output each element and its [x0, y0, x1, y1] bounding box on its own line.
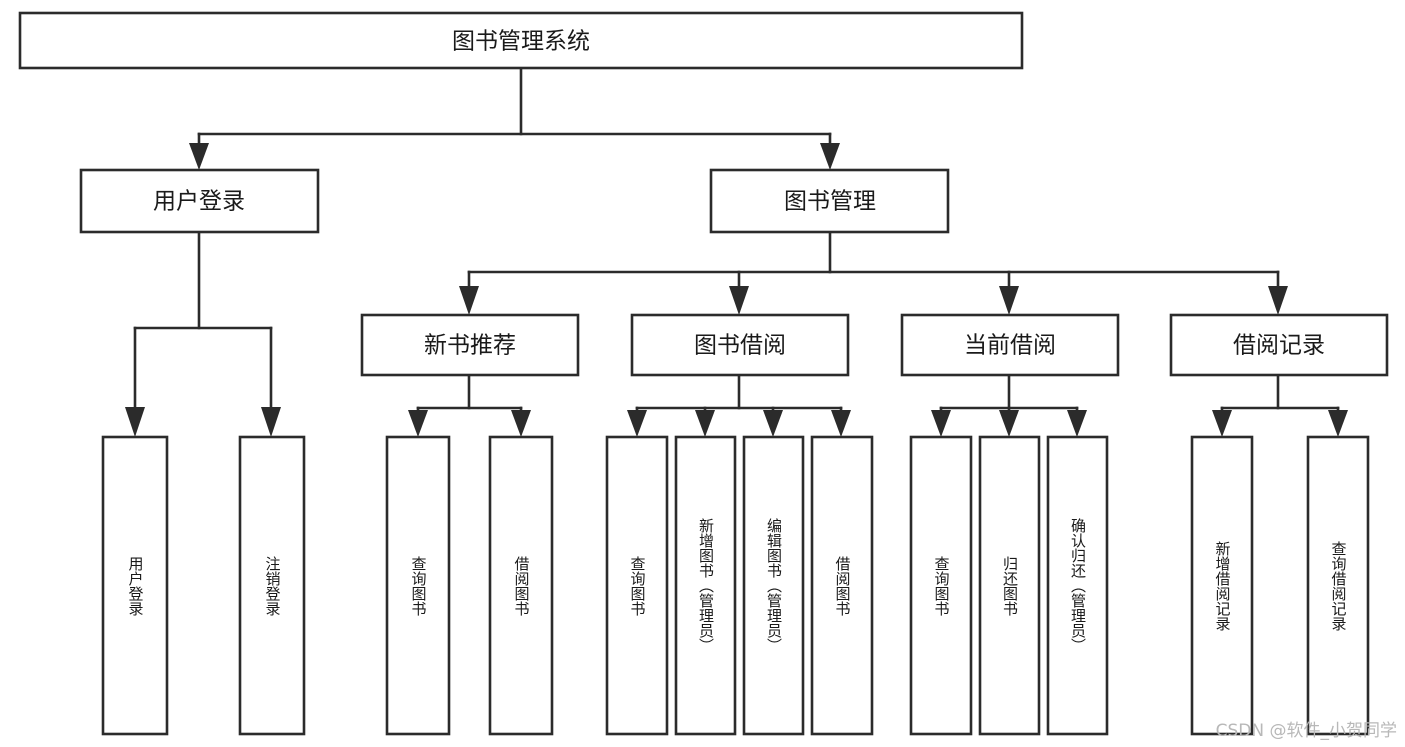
- node-leaf-query-book-3[interactable]: [909, 435, 973, 736]
- connector-borrow-to-leaves: [627, 373, 851, 437]
- node-current-borrow-label: 当前借阅: [964, 333, 1056, 359]
- node-leaf-user-login[interactable]: [101, 435, 169, 736]
- node-new-book-recommend-label: 新书推荐: [424, 333, 516, 359]
- arrow-head-icon: [999, 410, 1019, 437]
- arrow-head-icon: [831, 410, 851, 437]
- connector-userlogin-to-leaves: [125, 230, 281, 437]
- node-leaf-borrow-book-1[interactable]: [488, 435, 554, 736]
- arrow-head-icon: [511, 410, 531, 437]
- node-borrow-record[interactable]: 借阅记录: [1169, 313, 1389, 377]
- watermark-text: CSDN @软件_小贺同学: [1215, 721, 1397, 741]
- connector-bookmgmt-to-level3: [459, 230, 1288, 315]
- node-leaf-confirm-return[interactable]: [1046, 435, 1109, 736]
- node-user-login-label: 用户登录: [153, 189, 245, 215]
- node-book-management-label: 图书管理: [784, 189, 876, 215]
- arrow-head-icon: [999, 286, 1019, 315]
- arrow-head-icon: [763, 410, 783, 437]
- connector-current-to-leaves: [931, 373, 1087, 437]
- arrow-head-icon: [1212, 410, 1232, 437]
- node-leaf-query-record[interactable]: [1306, 435, 1370, 736]
- connector-root-to-level2: [189, 66, 840, 170]
- arrow-head-icon: [820, 143, 840, 170]
- node-book-management[interactable]: 图书管理: [709, 168, 950, 234]
- arrow-head-icon: [125, 407, 145, 437]
- node-leaf-logout[interactable]: [238, 435, 306, 736]
- node-leaf-add-book[interactable]: [674, 435, 737, 736]
- arrow-head-icon: [261, 407, 281, 437]
- node-borrow-record-label: 借阅记录: [1233, 333, 1325, 359]
- node-user-login[interactable]: 用户登录: [79, 168, 320, 234]
- arrow-head-icon: [695, 410, 715, 437]
- arrow-head-icon: [459, 286, 479, 315]
- node-leaf-edit-book[interactable]: [742, 435, 805, 736]
- arrow-head-icon: [627, 410, 647, 437]
- arrow-head-icon: [729, 286, 749, 315]
- node-leaf-query-book-2[interactable]: [605, 435, 669, 736]
- connector-record-to-leaves: [1212, 373, 1348, 437]
- node-leaf-add-record[interactable]: [1190, 435, 1254, 736]
- arrow-head-icon: [931, 410, 951, 437]
- arrow-head-icon: [408, 410, 428, 437]
- node-book-borrow[interactable]: 图书借阅: [630, 313, 850, 377]
- node-root-label: 图书管理系统: [452, 29, 590, 55]
- node-current-borrow[interactable]: 当前借阅: [900, 313, 1120, 377]
- node-new-book-recommend[interactable]: 新书推荐: [360, 313, 580, 377]
- node-leaf-query-book-1[interactable]: [385, 435, 451, 736]
- node-leaf-return-book[interactable]: [978, 435, 1041, 736]
- arrow-head-icon: [1328, 410, 1348, 437]
- connector-recommend-to-leaves: [408, 373, 531, 437]
- arrow-head-icon: [1268, 286, 1288, 315]
- arrow-head-icon: [189, 143, 209, 170]
- node-root[interactable]: 图书管理系统: [18, 11, 1024, 70]
- node-book-borrow-label: 图书借阅: [694, 333, 786, 359]
- node-leaf-borrow-book-2[interactable]: [810, 435, 874, 736]
- arrow-head-icon: [1067, 410, 1087, 437]
